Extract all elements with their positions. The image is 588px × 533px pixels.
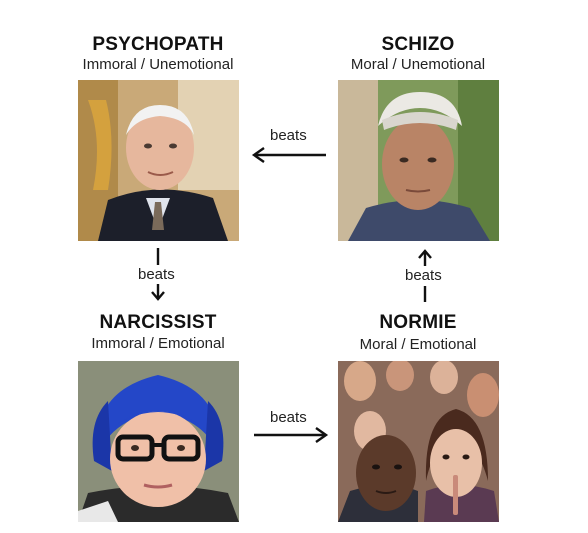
quadrant-title: PSYCHOPATH	[92, 34, 224, 55]
quadrant-subtitle: Moral / Emotional	[359, 336, 477, 353]
quadrant-title: SCHIZO	[381, 34, 455, 55]
quadrant-title: NARCISSIST	[99, 312, 217, 333]
quadrant-title: NORMIE	[379, 312, 457, 333]
left-arrow-icon	[251, 147, 326, 163]
arrow-label-normie-beats-schizo: beats	[405, 267, 442, 284]
quadrant-schizo: SCHIZO Moral / Unemotional	[318, 0, 518, 245]
quadrant-subtitle: Immoral / Emotional	[91, 335, 225, 352]
up-arrow-stem-icon	[423, 286, 427, 302]
schizo-photo	[338, 80, 499, 241]
narcissist-photo	[78, 361, 239, 522]
right-arrow-icon	[254, 427, 329, 443]
quadrant-normie: NORMIE Moral / Emotional	[318, 300, 518, 533]
psychopath-photo	[78, 80, 239, 241]
quadrant-subtitle: Moral / Unemotional	[350, 56, 486, 73]
down-arrow-stem-icon	[156, 248, 160, 265]
quadrant-psychopath: PSYCHOPATH Immoral / Unemotional	[58, 0, 258, 245]
arrow-label-narcissist-beats-normie: beats	[270, 409, 307, 426]
up-arrow-icon	[418, 249, 432, 266]
quadrant-subtitle: Immoral / Unemotional	[82, 56, 234, 73]
arrow-label-psychopath-beats-narcissist: beats	[138, 266, 175, 283]
down-arrow-icon	[151, 284, 165, 301]
arrow-label-schizo-beats-psychopath: beats	[270, 127, 307, 144]
normie-photo	[338, 361, 499, 522]
quadrant-narcissist: NARCISSIST Immoral / Emotional	[58, 300, 258, 533]
